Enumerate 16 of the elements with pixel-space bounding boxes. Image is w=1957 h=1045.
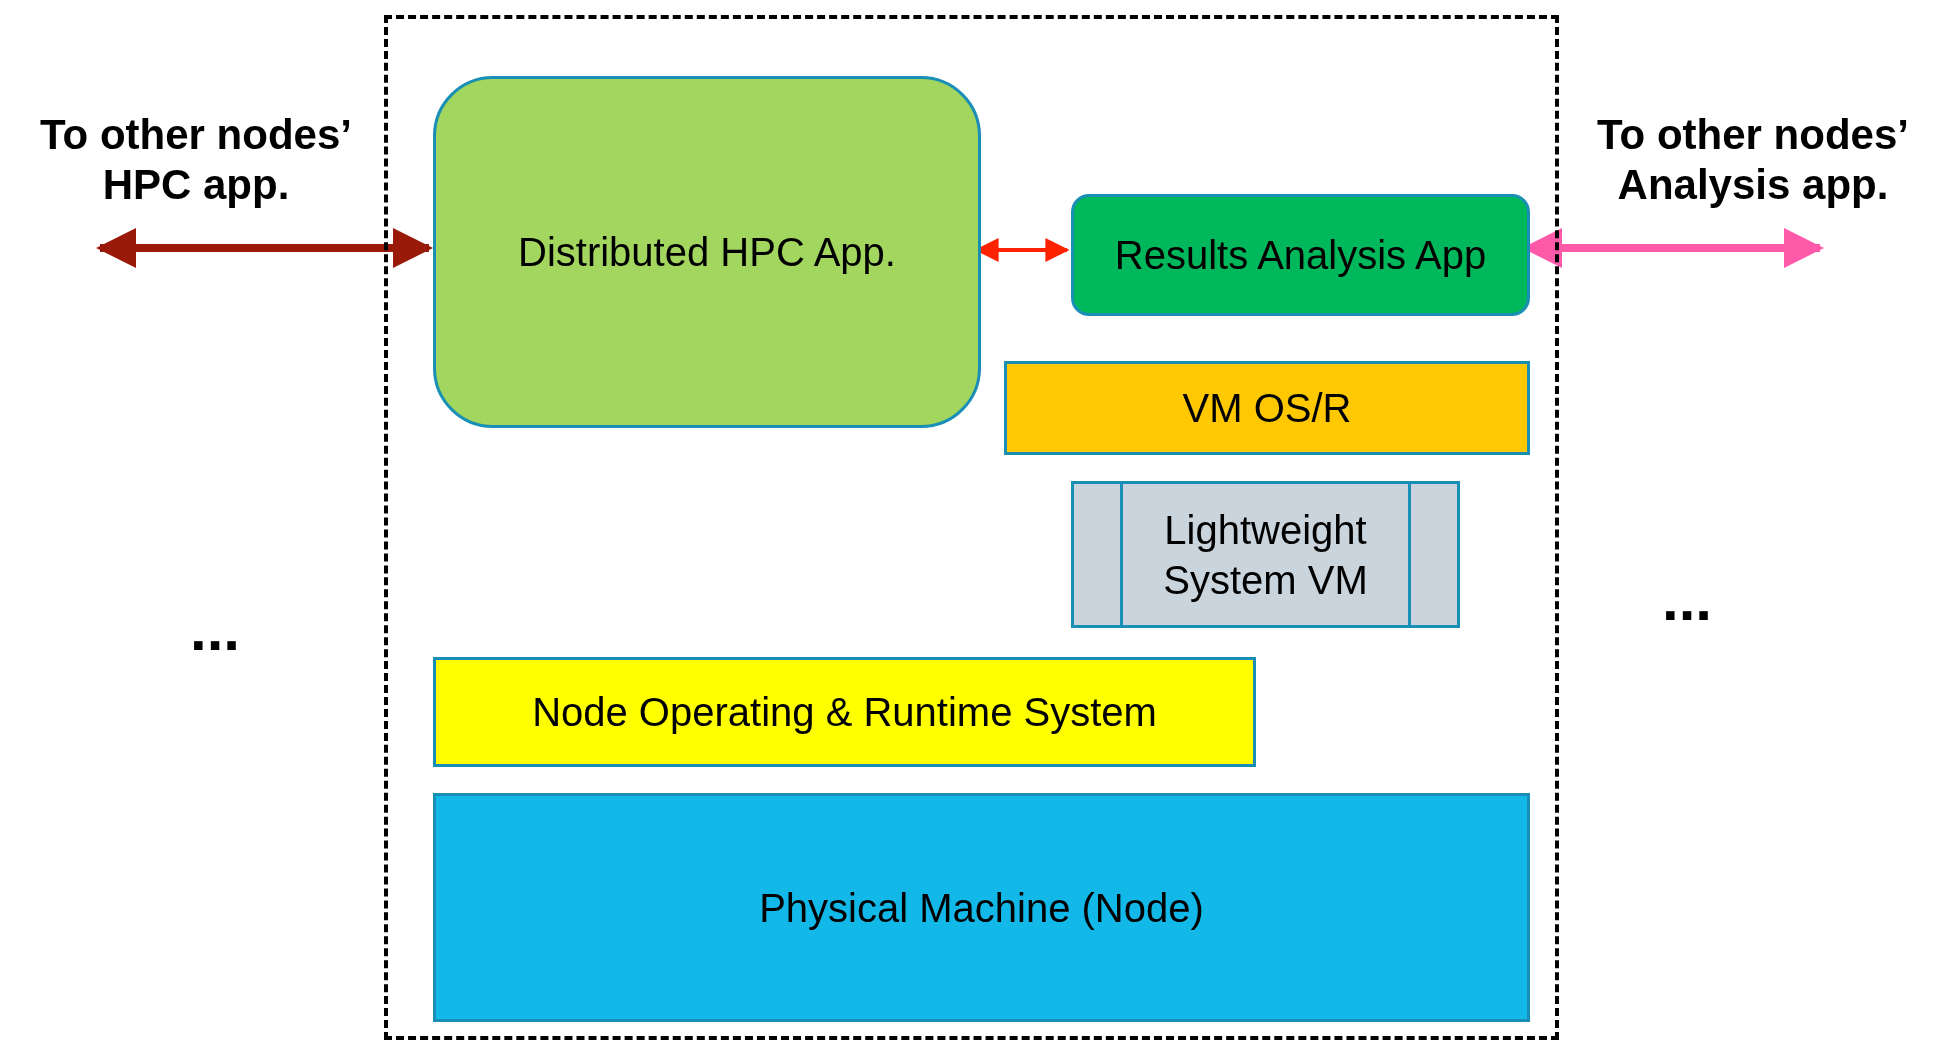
hardware-layer-bar xyxy=(433,793,1530,1022)
box-label: Physical Machine (Node) xyxy=(759,884,1204,932)
box-label: Distributed HPC App. xyxy=(518,229,896,276)
ellipsis-text: ... xyxy=(1662,570,1712,630)
box-label: VM OS/R xyxy=(1182,385,1352,432)
os-layer-bar xyxy=(433,657,1256,767)
ellipsis-text: ... xyxy=(190,600,240,660)
app-box xyxy=(1071,194,1530,316)
node-boundary-box xyxy=(384,15,1559,1040)
vm-box xyxy=(1071,481,1460,628)
box-label: Lightweight System VM xyxy=(1162,506,1369,604)
os-layer-bar xyxy=(1004,361,1530,455)
box-label: Results Analysis App xyxy=(1114,232,1487,279)
box-label: Node Operating & Runtime System xyxy=(532,689,1157,736)
double-arrow xyxy=(96,228,433,268)
app-box xyxy=(433,76,981,428)
